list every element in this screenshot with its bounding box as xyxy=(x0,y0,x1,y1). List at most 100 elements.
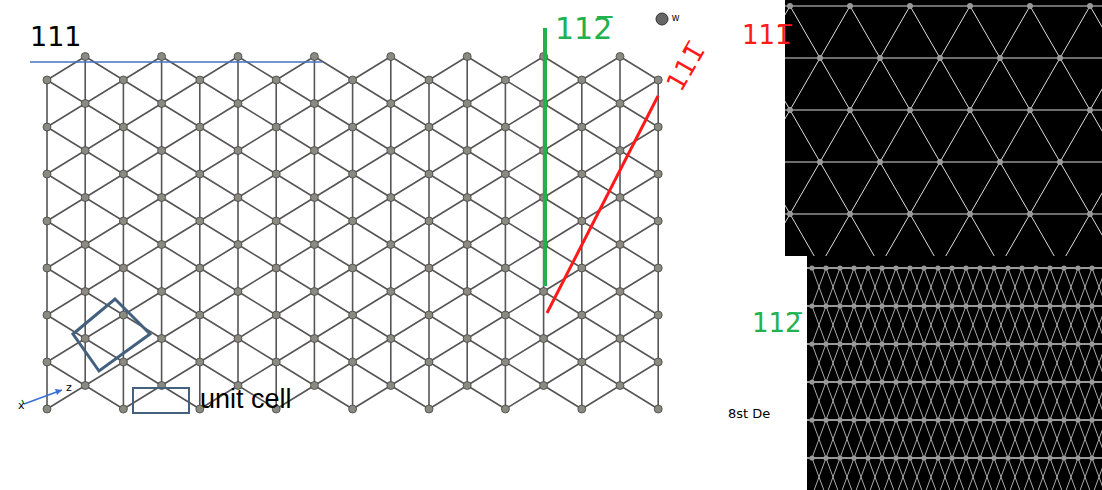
atom xyxy=(158,147,166,155)
bond xyxy=(938,344,952,382)
bond xyxy=(1078,458,1092,490)
bond xyxy=(544,362,582,386)
bond xyxy=(952,420,966,458)
bond xyxy=(840,382,854,420)
bond xyxy=(466,339,468,386)
atom xyxy=(817,55,823,61)
bond xyxy=(980,382,994,420)
atom xyxy=(967,3,973,9)
bond xyxy=(314,198,352,222)
atom xyxy=(349,217,357,225)
bond xyxy=(543,339,545,386)
bond xyxy=(162,362,200,386)
bond xyxy=(505,362,543,386)
atom xyxy=(851,455,856,460)
atom xyxy=(1027,3,1033,9)
bond xyxy=(966,420,980,458)
bond xyxy=(123,386,161,410)
bond xyxy=(980,420,994,458)
bond xyxy=(314,151,316,198)
bond xyxy=(353,221,391,245)
bond xyxy=(84,339,86,386)
bond xyxy=(582,245,620,269)
bond xyxy=(200,104,238,128)
atom xyxy=(616,382,624,390)
atom xyxy=(463,288,471,296)
bond xyxy=(353,174,391,198)
bond xyxy=(826,268,840,306)
bond xyxy=(276,245,314,269)
atom xyxy=(879,303,884,308)
atom xyxy=(977,379,982,384)
atom xyxy=(823,265,828,270)
bond xyxy=(582,127,620,151)
bond xyxy=(123,174,161,198)
bond xyxy=(868,382,882,420)
bond xyxy=(868,344,882,382)
bond xyxy=(840,268,854,306)
bond xyxy=(952,382,966,420)
bond xyxy=(620,80,658,104)
atom xyxy=(578,170,586,178)
atom xyxy=(43,358,51,366)
bond xyxy=(1078,344,1092,382)
atom xyxy=(809,265,814,270)
atom xyxy=(1019,303,1024,308)
bond xyxy=(994,306,1008,344)
atom xyxy=(823,379,828,384)
atom xyxy=(616,100,624,108)
atom xyxy=(921,455,926,460)
bond xyxy=(237,292,239,339)
bond xyxy=(314,151,352,175)
direction-line xyxy=(547,96,658,313)
bond xyxy=(812,420,826,458)
atom xyxy=(272,311,280,319)
bond xyxy=(1092,306,1102,344)
bond xyxy=(620,268,658,292)
bond xyxy=(896,420,910,458)
bond xyxy=(391,57,429,81)
bond xyxy=(85,268,123,292)
atom xyxy=(893,341,898,346)
bond xyxy=(238,174,276,198)
atom xyxy=(997,159,1003,165)
axis-symbol xyxy=(22,389,62,404)
bond xyxy=(84,104,86,151)
bond xyxy=(314,104,316,151)
bond xyxy=(952,268,966,306)
bond xyxy=(1022,268,1036,306)
atom xyxy=(387,100,395,108)
bond xyxy=(882,268,896,306)
bond xyxy=(47,292,85,316)
bond xyxy=(275,174,277,221)
bond xyxy=(1050,306,1064,344)
bond xyxy=(353,315,391,339)
bond xyxy=(910,306,924,344)
legend-text: unit cell xyxy=(200,386,292,413)
bond xyxy=(314,127,352,151)
bond xyxy=(1050,344,1064,382)
atom xyxy=(540,382,548,390)
atom xyxy=(349,123,357,131)
bond xyxy=(505,174,543,198)
bond xyxy=(276,174,314,198)
bond xyxy=(162,174,200,198)
bond xyxy=(882,344,896,382)
bond xyxy=(840,344,854,382)
bond xyxy=(619,245,621,292)
atom xyxy=(158,100,166,108)
bond xyxy=(123,80,161,104)
bond xyxy=(352,174,354,221)
bond xyxy=(1064,382,1078,420)
atom xyxy=(578,264,586,272)
bond xyxy=(123,268,161,292)
bond xyxy=(994,382,1008,420)
bond xyxy=(238,245,276,269)
bond xyxy=(162,127,200,151)
bond xyxy=(276,221,314,245)
bond xyxy=(46,221,48,268)
bond xyxy=(276,268,314,292)
bond xyxy=(314,80,352,104)
projected-lattice xyxy=(807,265,1102,490)
bond xyxy=(581,315,583,362)
